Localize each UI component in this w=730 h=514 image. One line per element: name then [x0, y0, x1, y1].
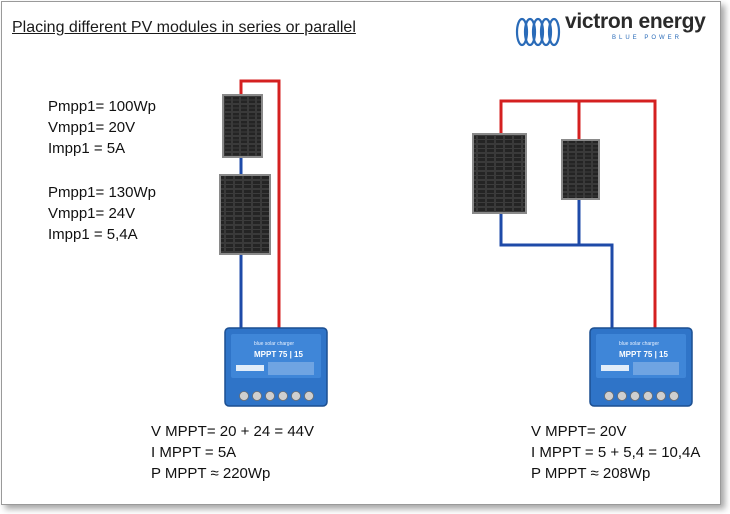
- victron-logo-icon: [515, 17, 561, 47]
- slide-frame: [1, 1, 721, 505]
- parallel-mppt-controller: blue solar charger MPPT 75 | 15: [589, 327, 693, 407]
- series-panel-2-impp: Impp1 = 5,4A: [48, 226, 138, 243]
- series-panel-1-specs: Pmpp1= 100Wp Vmpp1= 20V Impp1 = 5A: [48, 96, 156, 159]
- parallel-controller-model: MPPT 75 | 15: [619, 350, 668, 359]
- series-panel-1-pmpp: Pmpp1= 100Wp: [48, 98, 156, 115]
- series-positive-wire: [239, 79, 281, 348]
- series-mppt-result: V MPPT= 20 + 24 = 44V I MPPT = 5A P MPPT…: [151, 421, 314, 484]
- series-solar-panel-1: [222, 94, 263, 158]
- series-mppt-controller: blue solar charger MPPT 75 | 15: [224, 327, 328, 407]
- parallel-mppt-result: V MPPT= 20V I MPPT = 5 + 5,4 = 10,4A P M…: [531, 421, 700, 484]
- series-controller-label: blue solar charger: [254, 341, 294, 347]
- series-panel-2-pmpp: Pmpp1= 130Wp: [48, 184, 156, 201]
- parallel-solar-panel-1: [472, 133, 527, 214]
- series-panel-1-impp: Impp1 = 5A: [48, 140, 126, 157]
- series-panel-2-specs: Pmpp1= 130Wp Vmpp1= 24V Impp1 = 5,4A: [48, 182, 156, 245]
- series-panel-1-vmpp: Vmpp1= 20V: [48, 119, 136, 136]
- parallel-controller-label: blue solar charger: [619, 341, 659, 347]
- parallel-mppt-current: I MPPT = 5 + 5,4 = 10,4A: [531, 444, 701, 461]
- parallel-negative-wire: [499, 214, 614, 337]
- series-solar-panel-2: [219, 174, 271, 255]
- slide-title: Placing different PV modules in series o…: [12, 19, 356, 36]
- series-controller-model: MPPT 75 | 15: [254, 350, 303, 359]
- series-mppt-current: I MPPT = 5A: [151, 444, 237, 461]
- brand-tagline: BLUE POWER: [612, 35, 683, 41]
- parallel-wiring: [499, 99, 657, 337]
- parallel-mppt-power: P MPPT ≈ 208Wp: [531, 465, 651, 482]
- series-panel-2-vmpp: Vmpp1= 24V: [48, 205, 136, 222]
- parallel-mppt-voltage: V MPPT= 20V: [531, 423, 627, 440]
- parallel-solar-panel-2: [561, 139, 600, 200]
- brand-name: victron energy: [565, 10, 706, 33]
- series-mppt-voltage: V MPPT= 20 + 24 = 44V: [151, 423, 315, 440]
- series-mppt-power: P MPPT ≈ 220Wp: [151, 465, 271, 482]
